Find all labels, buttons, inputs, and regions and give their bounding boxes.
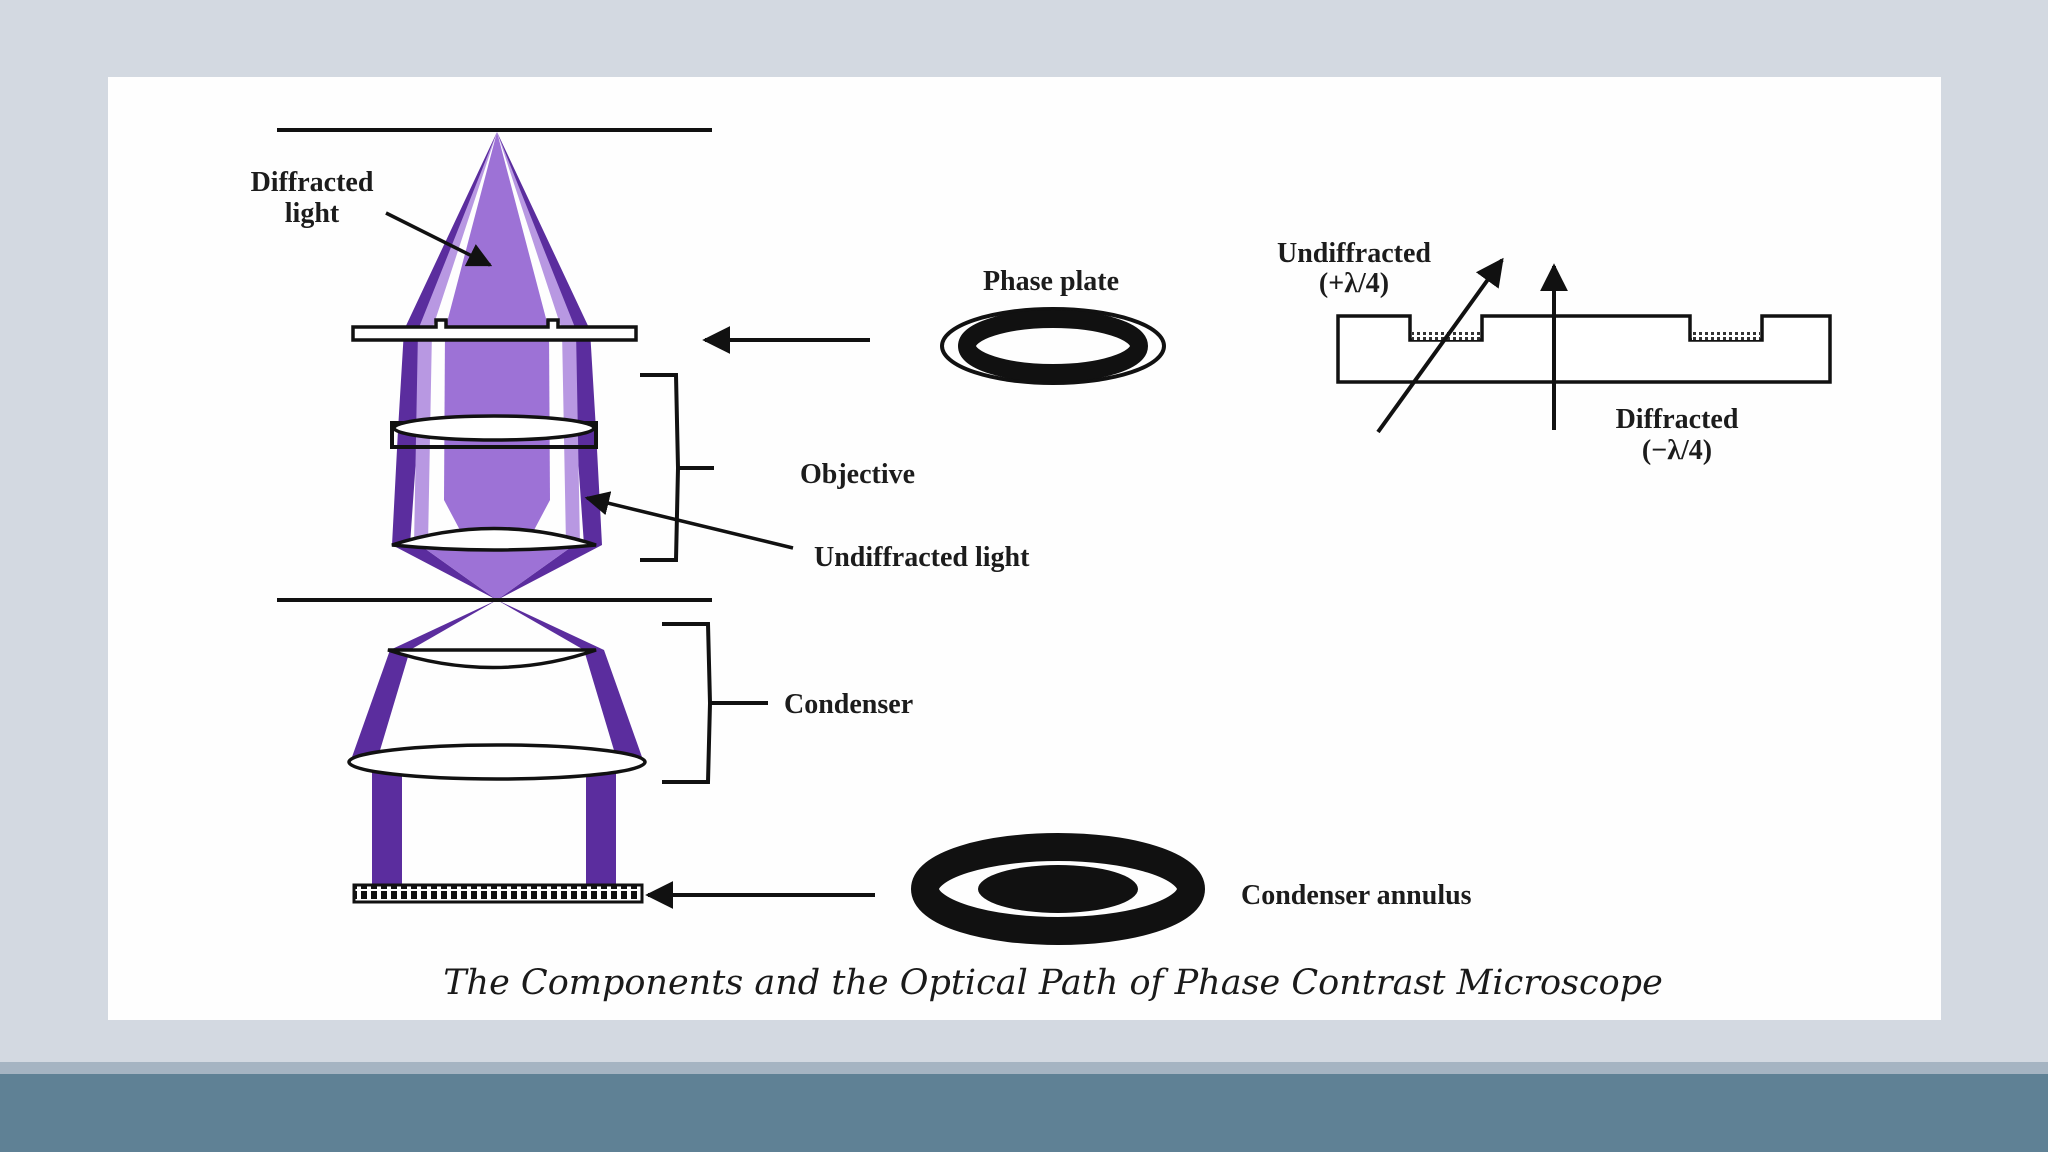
beam-left-lower <box>372 770 402 885</box>
undiffracted-light-arrow <box>584 491 794 550</box>
label-objective: Objective <box>800 459 915 490</box>
figure-caption: The Components and the Optical Path of P… <box>443 963 1663 1003</box>
phase-plate-side-view <box>351 318 638 342</box>
phase-plate-detail <box>1336 257 1832 434</box>
condenser-bracket <box>662 622 768 784</box>
beam-right-lower <box>586 770 616 885</box>
objective-bracket <box>640 373 714 562</box>
label-undiffracted-phase-1: Undiffracted <box>1277 238 1431 269</box>
label-undiffracted-light: Undiffracted light <box>814 542 1030 573</box>
undiffracted-ray-arrow <box>1376 257 1504 434</box>
beam-right-converge <box>497 545 602 600</box>
condenser-annulus-ring-icon <box>911 833 1205 945</box>
beam-left-diverge <box>390 600 497 650</box>
label-diffracted-phase-2: (−λ/4) <box>1642 435 1712 466</box>
phase-plate-ring-icon <box>940 307 1166 385</box>
bottom-bar-highlight <box>0 1062 2048 1074</box>
beam-right-mid <box>584 650 642 757</box>
label-condenser-annulus: Condenser annulus <box>1241 880 1472 911</box>
condenser-lens-upper <box>387 648 597 670</box>
objective-lens-lower <box>391 526 597 552</box>
label-undiffracted-phase-2: (+λ/4) <box>1319 268 1389 299</box>
condenser-annulus-side-view <box>352 883 644 904</box>
phase-ring-right <box>1692 332 1760 340</box>
condenser-lens-lower <box>347 743 647 781</box>
label-condenser: Condenser <box>784 689 913 720</box>
label-diffracted-light-2: light <box>285 198 340 229</box>
phase-plate-profile <box>1336 314 1832 384</box>
beam-left-mid <box>352 650 410 757</box>
bottom-bar <box>0 1074 2048 1152</box>
label-diffracted-light-1: Diffracted <box>251 167 374 198</box>
beam-left-converge <box>392 545 497 600</box>
beam-right-diverge <box>497 600 604 650</box>
optical-components <box>277 128 712 904</box>
label-diffracted-phase-1: Diffracted <box>1616 404 1739 435</box>
diffracted-light-arrow <box>385 211 493 267</box>
label-phase-plate: Phase plate <box>983 266 1119 297</box>
central-converge <box>420 545 574 600</box>
objective-lens-upper <box>392 414 596 442</box>
